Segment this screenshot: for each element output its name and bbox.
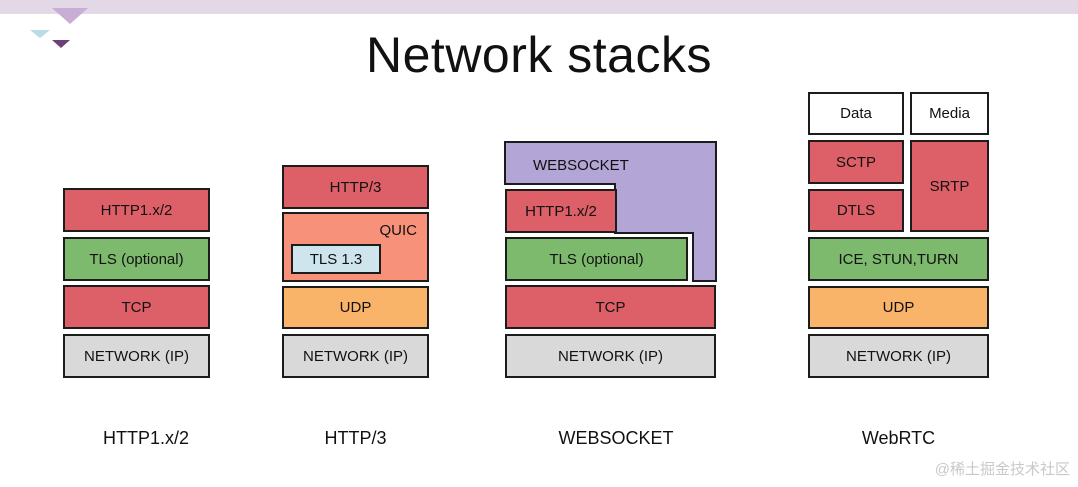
webrtc-sctp-layer: SCTP bbox=[808, 140, 904, 184]
webrtc-data-layer: Data bbox=[808, 92, 904, 135]
http1-tcp-layer: TCP bbox=[63, 285, 210, 329]
websocket-network-layer: NETWORK (IP) bbox=[505, 334, 716, 378]
top-banner bbox=[0, 0, 1078, 14]
websocket-tcp-layer: TCP bbox=[505, 285, 716, 329]
http1-app-layer: HTTP1.x/2 bbox=[63, 188, 210, 232]
watermark: @稀土掘金技术社区 bbox=[934, 461, 1070, 478]
webrtc-dtls-layer: DTLS bbox=[808, 189, 904, 232]
webrtc-media-layer: Media bbox=[910, 92, 989, 135]
websocket-layer-label: WEBSOCKET bbox=[533, 157, 629, 174]
caption-http3: HTTP/3 bbox=[324, 428, 387, 448]
webrtc-network-layer: NETWORK (IP) bbox=[808, 334, 989, 378]
http3-app-layer: HTTP/3 bbox=[282, 165, 429, 209]
http3-tls-layer: TLS 1.3 bbox=[291, 244, 381, 274]
triangle-decoration-icon bbox=[30, 8, 88, 48]
caption-http1: HTTP1.x/2 bbox=[102, 428, 190, 448]
websocket-tls-layer: TLS (optional) bbox=[505, 237, 688, 281]
quic-label: QUIC bbox=[379, 222, 418, 239]
page-title: Network stacks bbox=[366, 27, 712, 83]
http3-udp-layer: UDP bbox=[282, 286, 429, 329]
webrtc-srtp-layer: SRTP bbox=[910, 140, 989, 232]
http3-network-layer: NETWORK (IP) bbox=[282, 334, 429, 378]
caption-webrtc: WebRTC bbox=[861, 428, 936, 448]
http1-network-layer: NETWORK (IP) bbox=[63, 334, 210, 378]
webrtc-udp-layer: UDP bbox=[808, 286, 989, 329]
http1-tls-layer: TLS (optional) bbox=[63, 237, 210, 281]
webrtc-ice-layer: ICE, STUN,TURN bbox=[808, 237, 989, 281]
caption-websocket: WEBSOCKET bbox=[558, 428, 674, 448]
websocket-http-layer: HTTP1.x/2 bbox=[505, 189, 617, 233]
